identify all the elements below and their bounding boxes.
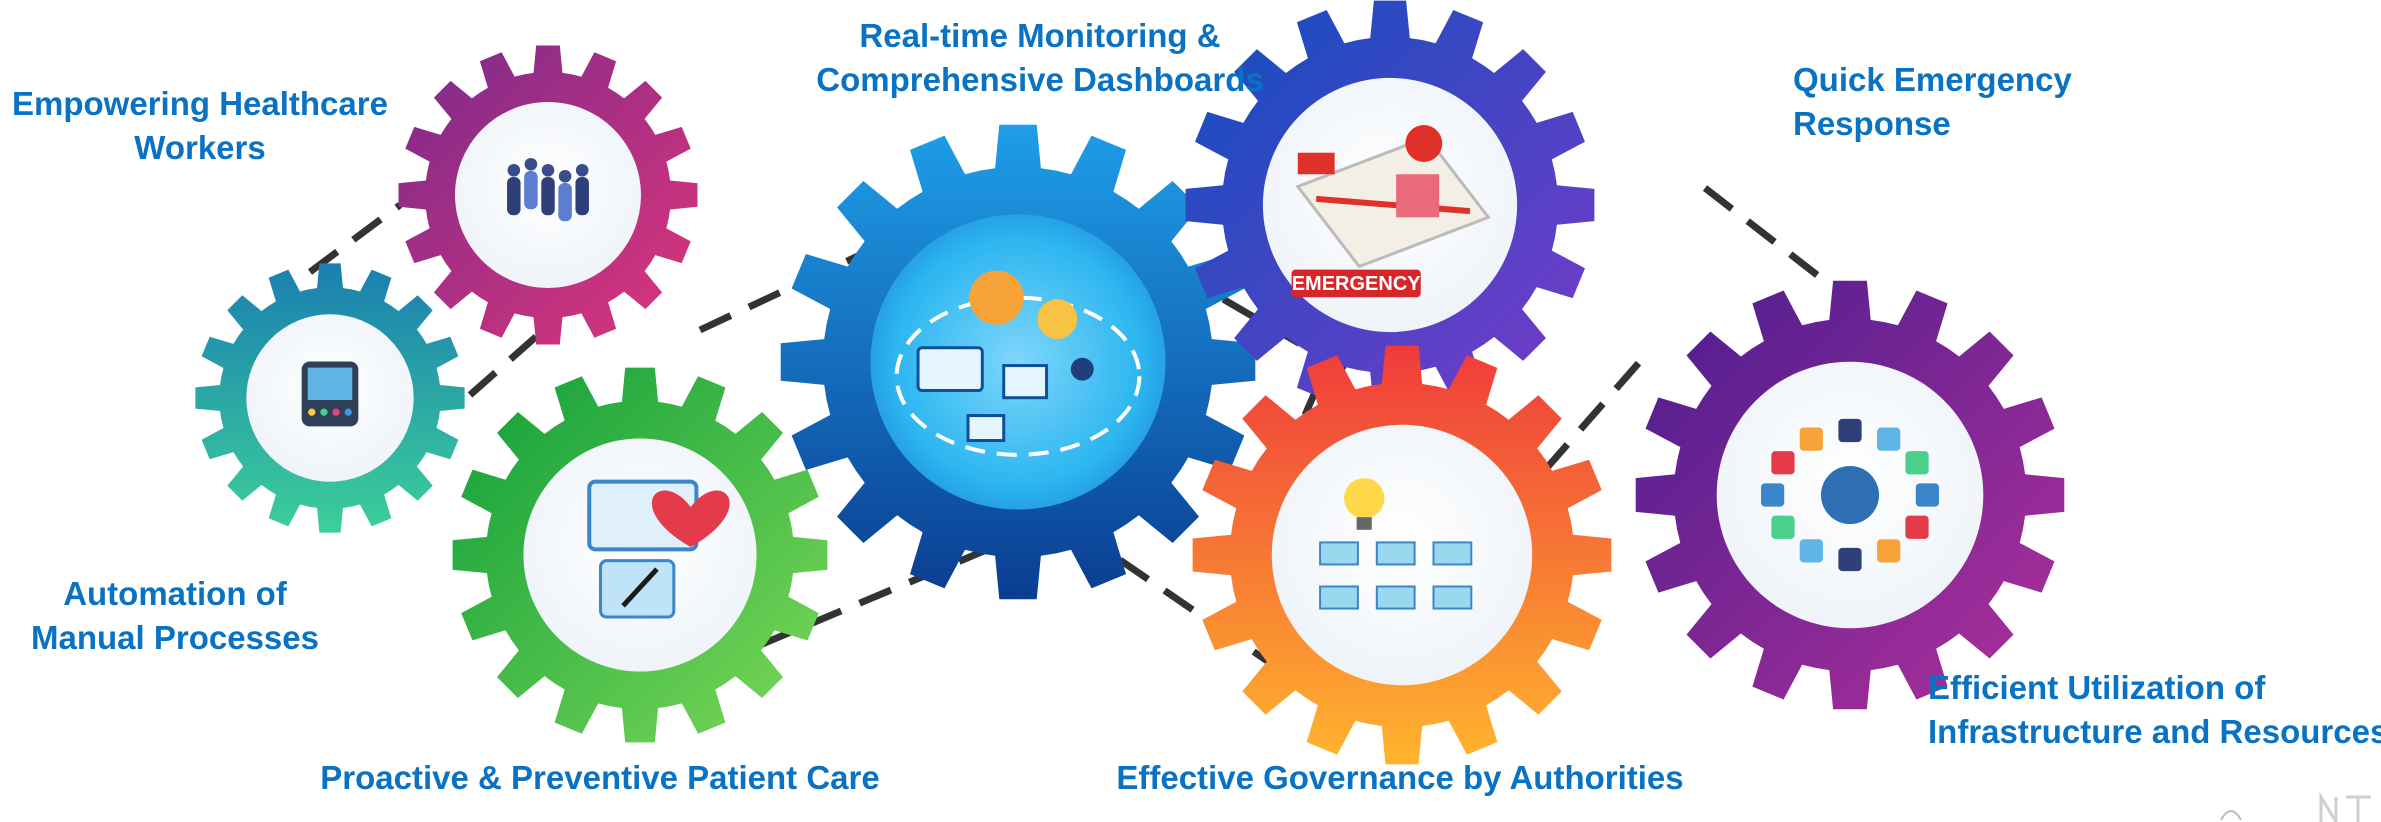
emergency-badge-label: EMERGENCY bbox=[1292, 273, 1422, 295]
emergency-map-icon: EMERGENCY bbox=[1291, 125, 1491, 298]
label-proactive-preventive-care: Proactive & Preventive Patient Care bbox=[300, 756, 900, 800]
label-line: Proactive & Preventive Patient Care bbox=[320, 759, 880, 796]
gear-hub bbox=[870, 214, 1166, 510]
label-line: Workers bbox=[134, 129, 266, 166]
gear-empowering-healthcare-workers bbox=[398, 45, 698, 345]
gear-hub bbox=[523, 438, 757, 672]
corner-logo-fragment bbox=[2220, 792, 2371, 822]
connector-line bbox=[698, 251, 862, 334]
label-line: Response bbox=[1793, 105, 1951, 142]
label-efficient-utilization: Efficient Utilization of Infrastructure … bbox=[1928, 666, 2381, 754]
label-line: Comprehensive Dashboards bbox=[816, 61, 1264, 98]
emergency-badge bbox=[1291, 269, 1421, 298]
label-line: Infrastructure and Resources bbox=[1928, 713, 2381, 750]
connector-line bbox=[307, 202, 403, 275]
gear-realtime-monitoring bbox=[780, 124, 1256, 600]
label-line: Effective Governance by Authorities bbox=[1116, 759, 1684, 796]
connector-line bbox=[1128, 241, 1347, 374]
label-line: Real-time Monitoring & bbox=[859, 17, 1221, 54]
gear-proactive-patient-care bbox=[452, 367, 828, 743]
infrastructure-resources-icon bbox=[1760, 418, 1940, 572]
connector-line bbox=[1702, 185, 1833, 288]
monitoring-cloud-icon bbox=[894, 270, 1142, 457]
label-automation-manual-processes: Automation of Manual Processes bbox=[20, 572, 330, 660]
label-quick-emergency-response: Quick Emergency Response bbox=[1793, 58, 2072, 146]
gear-quick-emergency-response: EMERGENCY bbox=[1185, 0, 1595, 410]
gear-efficient-utilization bbox=[1635, 280, 2065, 710]
label-line: Quick Emergency bbox=[1793, 61, 2072, 98]
gear-effective-governance bbox=[1192, 345, 1612, 765]
label-line: Automation of bbox=[63, 575, 287, 612]
label-effective-governance: Effective Governance by Authorities bbox=[1100, 756, 1700, 800]
label-line: Efficient Utilization of bbox=[1928, 669, 2266, 706]
connector-line bbox=[758, 536, 1012, 649]
patient-care-dashboard-icon bbox=[587, 479, 730, 619]
healthcare-workers-icon bbox=[507, 157, 589, 222]
label-line: Empowering Healthcare bbox=[12, 85, 388, 122]
automation-device-icon bbox=[301, 361, 359, 427]
governance-network-icon bbox=[1319, 478, 1473, 610]
label-empowering-healthcare-workers: Empowering Healthcare Workers bbox=[0, 82, 400, 170]
label-line: Manual Processes bbox=[31, 619, 319, 656]
connector-line bbox=[1542, 347, 1653, 473]
connector-line bbox=[467, 317, 558, 398]
gear-automation-manual-processes bbox=[195, 263, 465, 533]
label-realtime-monitoring: Real-time Monitoring & Comprehensive Das… bbox=[800, 14, 1280, 102]
